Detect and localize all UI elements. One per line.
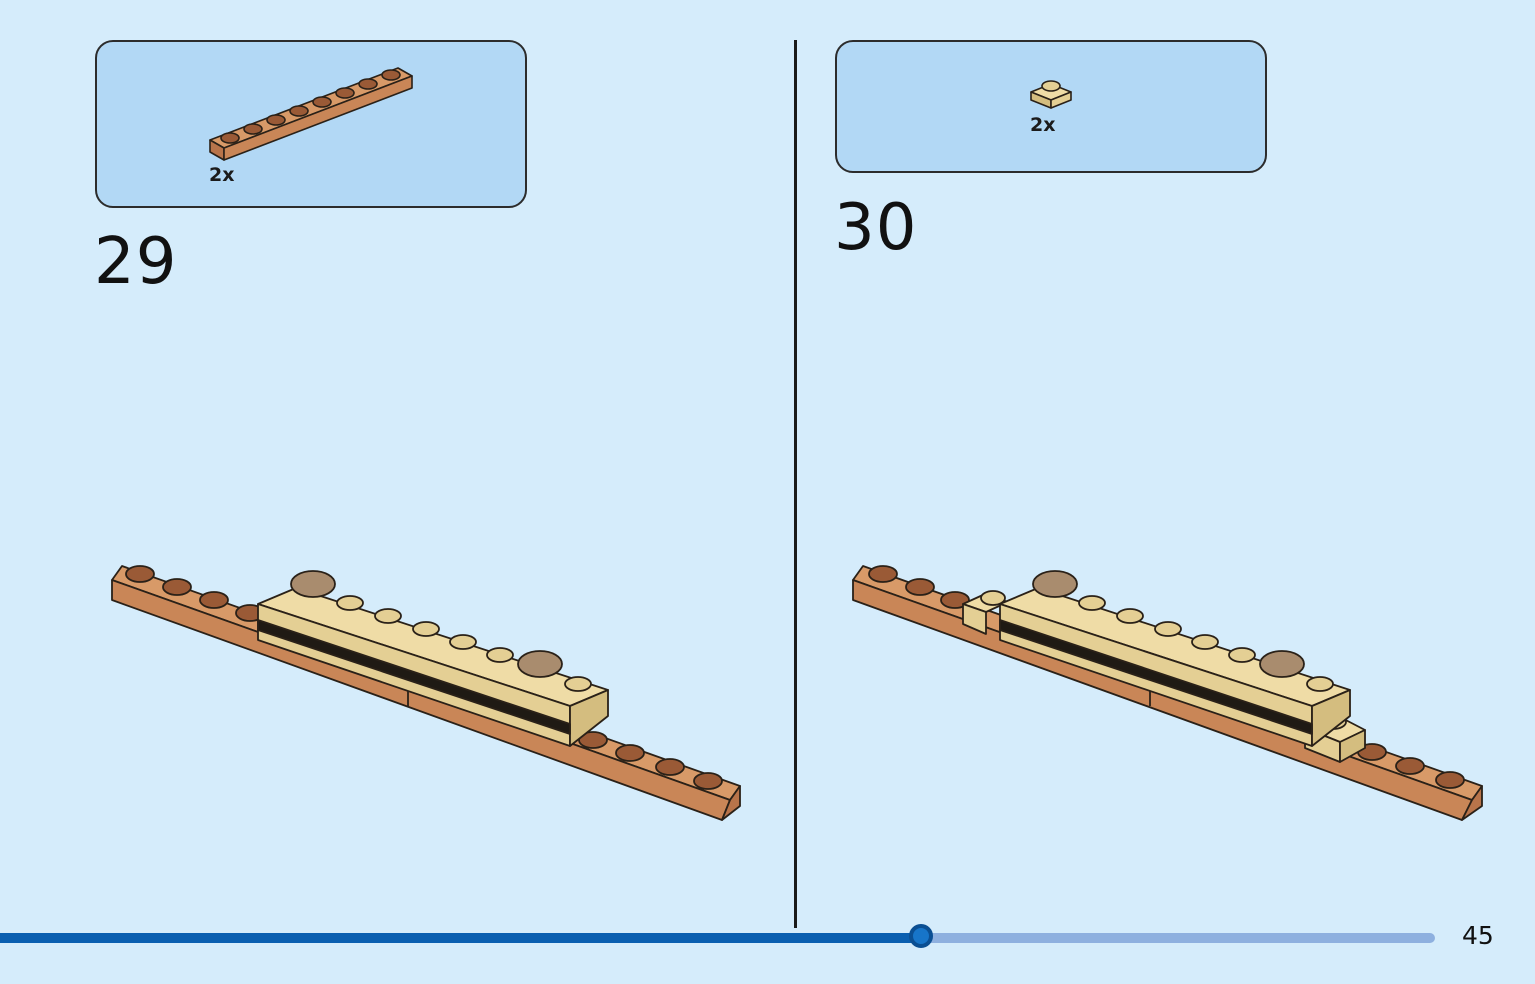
- step-divider: [794, 40, 797, 928]
- page-number: 45: [1462, 921, 1494, 950]
- step-number: 29: [94, 225, 178, 299]
- parts-callout-step-29: [95, 40, 527, 208]
- step-number: 30: [834, 191, 918, 265]
- parts-callout-step-30: [835, 40, 1267, 173]
- part-quantity: 2x: [209, 164, 235, 186]
- progress-knob[interactable]: [909, 924, 933, 948]
- part-quantity: 2x: [1030, 114, 1056, 136]
- progress-fill: [0, 933, 921, 943]
